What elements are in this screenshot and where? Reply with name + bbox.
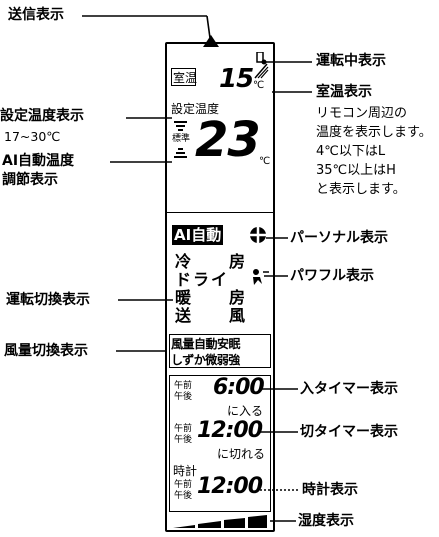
personal-label: パーソナル表示 <box>290 230 388 246</box>
personal-icon <box>250 227 266 243</box>
ai-auto-temp-label-1: AI自動温度 <box>2 153 75 169</box>
mode-cool-right: 房 <box>229 252 248 271</box>
clock-pm: 午後 <box>174 491 193 501</box>
on-timer-time: 6:00 <box>213 375 265 400</box>
on-timer-suffix: に入る <box>227 404 264 418</box>
fan-speed-row1: 風量自動安眠 <box>171 337 241 351</box>
timer-box <box>169 375 271 512</box>
transmit-icon <box>203 35 219 47</box>
running-label: 運転中表示 <box>316 53 386 69</box>
set-temp-range: 17~30℃ <box>4 129 61 144</box>
fan-speed-box <box>169 334 271 368</box>
lcd-panel: 室温 15 ℃ 設定温度 標準 23 ℃ AI自動 冷 房 ドライ 暖 房 送 … <box>165 42 275 532</box>
clock-label: 時計表示 <box>302 482 358 498</box>
room-temp-description: リモコン周辺の 温度を表示します。 4℃以下はL 35℃以上はH と表示します。 <box>316 106 432 197</box>
fan-switch-label: 風量切換表示 <box>4 343 88 359</box>
room-temp-label: 室温表示 <box>316 84 372 100</box>
ai-down-icon <box>174 148 187 158</box>
mode-cool-left: 冷 <box>175 252 194 271</box>
ai-up-icon <box>174 121 187 131</box>
set-temp-caption: 設定温度 <box>171 102 220 116</box>
set-temp-value: 23 <box>195 112 261 168</box>
room-temp-box <box>171 68 196 86</box>
off-timer-time: 12:00 <box>197 418 263 443</box>
room-temp-value: 15 <box>219 64 254 94</box>
mode-fan-right: 風 <box>229 306 248 325</box>
powerful-label: パワフル表示 <box>290 268 374 284</box>
set-temp-unit: ℃ <box>259 156 271 167</box>
mode-heat-right: 房 <box>229 288 248 307</box>
set-temp-label: 設定温度表示 <box>0 108 84 124</box>
running-indicator-icon <box>254 52 269 79</box>
clock-time: 12:00 <box>197 474 263 499</box>
ai-auto-badge: AI自動 <box>172 225 224 245</box>
room-temp-caption: 室温 <box>173 71 198 85</box>
off-timer-am: 午前 <box>174 424 193 434</box>
mode-fan-left: 送 <box>175 306 194 325</box>
powerful-icon <box>253 269 270 285</box>
humidity-bars <box>173 515 267 528</box>
room-temp-unit: ℃ <box>253 80 265 91</box>
on-timer-am: 午前 <box>174 381 193 391</box>
mode-heat-left: 暖 <box>175 288 194 307</box>
clock-am: 午前 <box>174 480 193 490</box>
standard-caption: 標準 <box>172 134 191 144</box>
mode-switch-label: 運転切換表示 <box>6 292 90 308</box>
off-timer-pm: 午後 <box>174 435 193 445</box>
clock-caption: 時計 <box>173 464 198 478</box>
on-timer-label: 入タイマー表示 <box>300 381 398 397</box>
transmit-label: 送信表示 <box>8 7 64 23</box>
on-timer-pm: 午後 <box>174 392 193 402</box>
humidity-label: 湿度表示 <box>298 513 354 529</box>
fan-speed-row2: しずか微弱強 <box>171 353 240 367</box>
off-timer-label: 切タイマー表示 <box>300 424 398 440</box>
divider <box>167 212 273 213</box>
off-timer-suffix: に切れる <box>217 447 266 461</box>
ai-auto-temp-label-2: 調節表示 <box>2 172 58 188</box>
mode-dry: ドライ <box>175 270 230 289</box>
